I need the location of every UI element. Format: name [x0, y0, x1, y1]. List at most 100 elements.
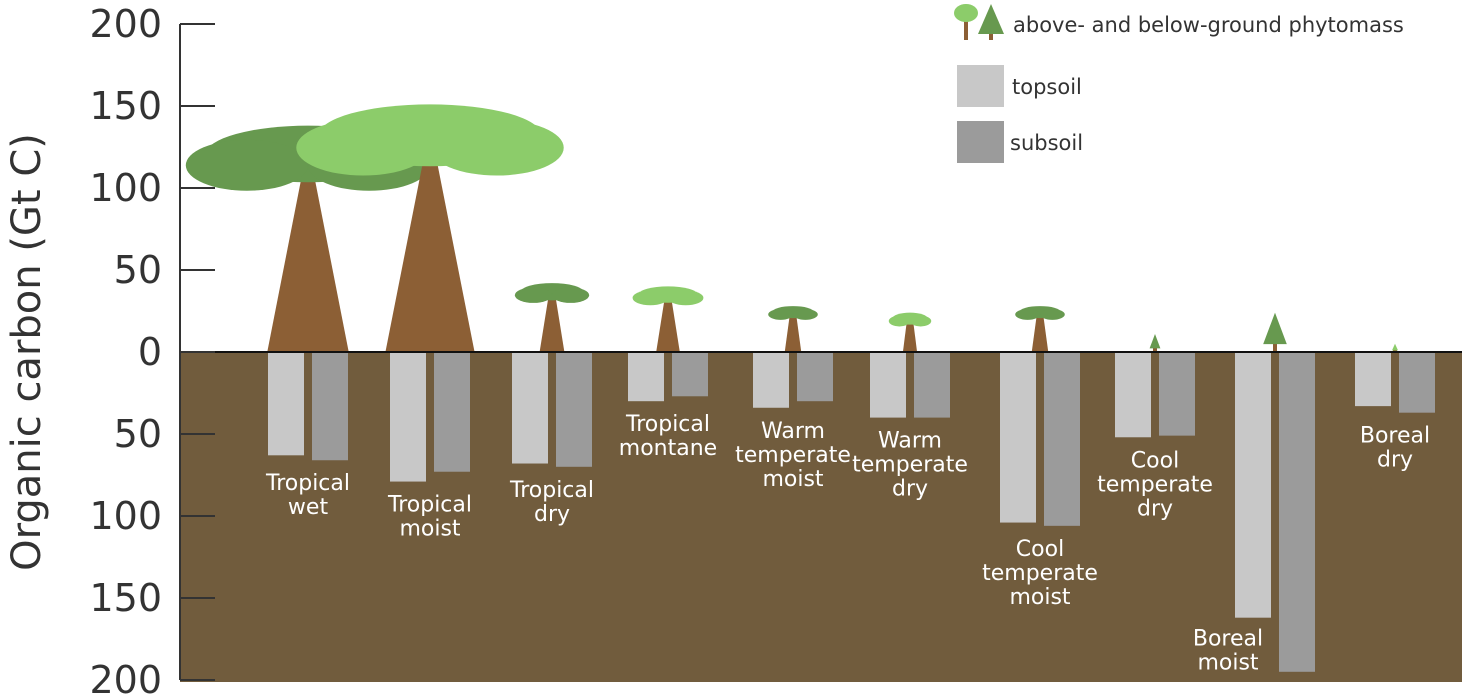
topsoil-bar: [628, 352, 664, 402]
tree-canopy: [793, 309, 818, 320]
legend-phytomass-label: above- and below-ground phytomass: [1013, 13, 1404, 37]
topsoil-bar: [1235, 352, 1271, 618]
legend-tree-icon: [954, 4, 1004, 40]
tree-trunk: [539, 293, 565, 352]
phytomass-trees: [185, 104, 1398, 352]
tree-canopy: [514, 287, 552, 303]
category-label: moist: [1197, 651, 1258, 676]
tree-trunk: [902, 319, 918, 352]
category-label: Warm: [878, 429, 942, 454]
topsoil-bar: [1115, 352, 1151, 438]
tree-icon: [296, 104, 564, 352]
subsoil-bar: [1399, 352, 1435, 413]
y-tick-label: 100: [89, 494, 162, 538]
tree-canopy: [296, 119, 430, 176]
subsoil-bar: [1044, 352, 1080, 526]
tree-trunk: [267, 159, 349, 352]
category-label: temperate: [1097, 472, 1213, 497]
y-tick-label: 150: [89, 84, 162, 128]
topsoil-bar: [390, 352, 426, 482]
soil-bars: [268, 352, 1435, 672]
y-tick-label: 200: [89, 658, 162, 698]
legend: above- and below-ground phytomass topsoi…: [954, 4, 1404, 163]
category-label: dry: [892, 477, 928, 502]
topsoil-bar: [512, 352, 548, 464]
tree-trunk: [1031, 313, 1049, 352]
tree-trunk: [1153, 347, 1157, 352]
subsoil-bar: [312, 352, 348, 461]
tree-canopy: [668, 290, 704, 306]
y-tick-label: 200: [89, 2, 162, 46]
category-label: dry: [534, 502, 570, 527]
tree-canopy: [888, 315, 910, 327]
tree-canopy: [1015, 309, 1040, 320]
category-label: temperate: [982, 561, 1098, 586]
category-label: moist: [399, 517, 460, 542]
category-label: Cool: [1131, 448, 1179, 473]
legend-subsoil-swatch: [957, 121, 1004, 163]
tree-canopy: [1392, 343, 1398, 351]
subsoil-bar: [434, 352, 470, 472]
subsoil-bar: [797, 352, 833, 402]
legend-subsoil-label: subsoil: [1010, 131, 1083, 155]
tree-icon: [514, 283, 590, 352]
tree-icon: [1015, 306, 1065, 352]
category-label: Boreal: [1360, 424, 1430, 449]
tree-trunk: [385, 141, 475, 352]
subsoil-bar: [556, 352, 592, 467]
tree-icon: [888, 312, 932, 352]
category-label: Tropical: [509, 478, 594, 503]
tree-canopy: [185, 139, 308, 191]
topsoil-bar: [1355, 352, 1391, 407]
subsoil-bar: [1159, 352, 1195, 436]
category-label: Boreal: [1193, 627, 1263, 652]
y-tick-label: 100: [89, 166, 162, 210]
y-axis-title: Organic carbon (Gt C): [4, 133, 50, 571]
tree-icon: [1149, 333, 1161, 352]
category-label: temperate: [735, 443, 851, 468]
tree-trunk: [656, 296, 680, 352]
subsoil-bar: [672, 352, 708, 397]
category-label: montane: [619, 436, 717, 461]
category-label: dry: [1377, 448, 1413, 473]
y-axis: 200 150 100 50 0 50 100 150 200: [89, 2, 215, 698]
tree-canopy: [632, 290, 669, 306]
tree-icon: [1263, 312, 1287, 352]
category-label: temperate: [852, 453, 968, 478]
tree-icon: [768, 306, 818, 352]
category-label: Cool: [1016, 537, 1064, 562]
topsoil-bar: [268, 352, 304, 456]
category-label: moist: [1009, 585, 1070, 610]
topsoil-bar: [753, 352, 789, 408]
y-tick-label: 0: [138, 330, 162, 374]
tree-canopy: [1040, 309, 1065, 320]
tree-trunk: [784, 313, 802, 352]
topsoil-bar: [1000, 352, 1036, 523]
subsoil-bar: [914, 352, 950, 418]
category-label: moist: [762, 467, 823, 492]
tree-canopy: [430, 119, 564, 176]
category-label: Tropical: [387, 493, 472, 518]
tree-icon: [1392, 343, 1398, 352]
tree-canopy: [910, 315, 932, 327]
legend-topsoil-swatch: [957, 65, 1004, 107]
category-label: Tropical: [265, 471, 350, 496]
legend-topsoil-label: topsoil: [1012, 75, 1082, 99]
tree-trunk: [1273, 342, 1277, 352]
category-label: Tropical: [625, 412, 710, 437]
topsoil-bar: [870, 352, 906, 418]
tree-canopy: [1263, 312, 1287, 345]
tree-canopy: [1149, 333, 1161, 349]
category-label: wet: [288, 495, 329, 520]
category-label: Warm: [761, 419, 825, 444]
y-tick-label: 50: [114, 412, 162, 456]
category-label: dry: [1137, 496, 1173, 521]
subsoil-bar: [1279, 352, 1315, 672]
tree-canopy: [552, 287, 590, 303]
tree-trunk: [1393, 349, 1397, 352]
y-tick-label: 50: [114, 248, 162, 292]
tree-canopy: [768, 309, 794, 320]
y-tick-label: 150: [89, 576, 162, 620]
